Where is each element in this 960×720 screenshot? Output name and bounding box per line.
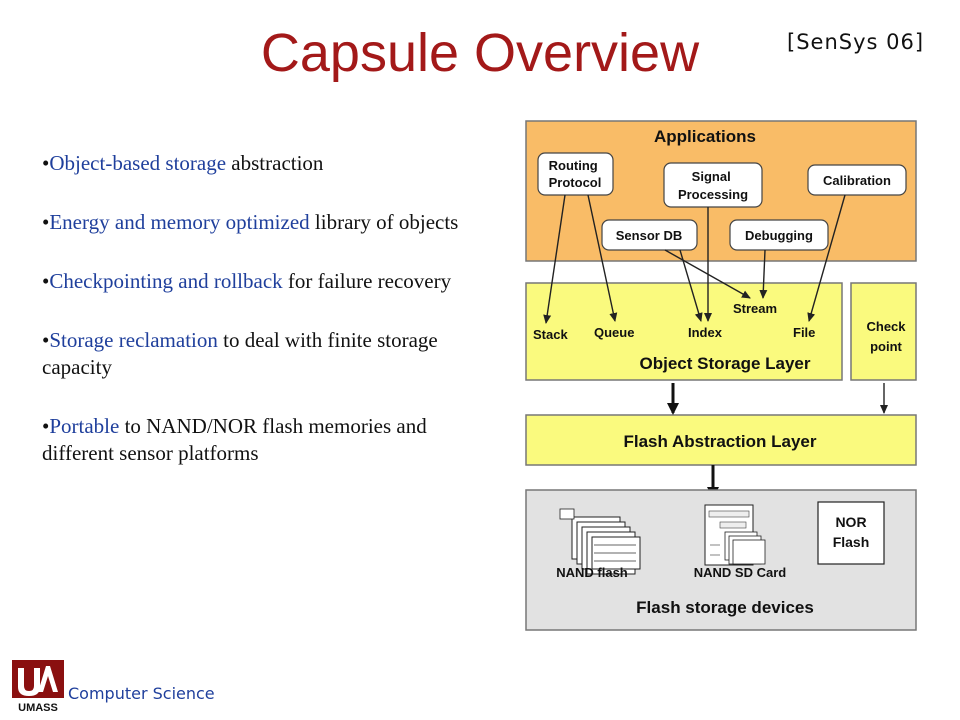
bullet-highlight: Storage reclamation [49,328,218,352]
arrow-routing-queue [587,194,618,322]
bullet-text: for failure recovery [282,269,452,293]
slide-title: Capsule Overview [260,23,700,83]
bullet-list: •Object-based storage abstraction •Energ… [42,150,502,499]
checkpoint-line2: point [870,339,902,354]
app-routing-line2: Protocol [549,175,602,190]
app-signal-processing [663,162,763,208]
footer-label: Computer Science [68,684,215,703]
object-storage-title: Object Storage Layer [639,354,810,373]
app-signal-line1: Signal [692,169,731,184]
arrow-calibration-file [807,194,846,322]
logo-text: UMASS [18,702,58,714]
object-file: File [793,325,815,340]
app-signal-line2: Processing [678,187,748,202]
bullet-highlight: Energy and memory optimized [49,210,310,234]
app-sensor-db-label: Sensor DB [616,228,682,243]
flash-abstraction-layer: Flash Abstraction Layer [525,414,917,466]
app-debugging [729,219,829,251]
nor-flash-line2: Flash [833,534,870,550]
app-routing-protocol [537,152,614,196]
app-routing-protocol-label: Routing Protocol [549,158,602,190]
bullet-item: •Storage reclamation to deal with finite… [42,328,438,379]
bullet-highlight: Checkpointing and rollback [49,269,283,293]
bullet-highlight: Object-based storage [49,151,227,175]
app-calibration-label: Calibration [823,173,891,188]
bullet-item: •Portable to NAND/NOR flash memories and… [42,414,427,465]
nor-flash-box [817,501,885,565]
flash-abstraction-title: Flash Abstraction Layer [623,432,816,451]
applications-title: Applications [654,127,756,146]
arrow-sensordb-stream [664,249,751,299]
object-storage-box [525,282,843,381]
bullet-highlight: Portable [49,414,120,438]
bullet-item: •Checkpointing and rollback for failure … [42,269,452,293]
object-stack: Stack [533,327,568,342]
bullet-item: •Object-based storage abstraction [42,151,324,175]
app-routing-line1: Routing [549,158,598,173]
arrow-sensordb-index [679,249,703,322]
flash-devices-layer: NAND flash NAND SD Card NOR Flash Flash … [525,489,917,631]
capsule-architecture-diagram: Applications Routing Protocol Signal Pro… [525,120,917,631]
app-signal-processing-label: Signal Processing [678,169,748,202]
nand-flash-label: NAND flash [556,565,628,580]
bullet-text: library of objects [309,210,459,234]
bullet-text: abstraction [226,151,324,175]
checkpoint-box [850,282,917,381]
object-index: Index [688,325,723,340]
flash-abstraction-box [525,414,917,466]
checkpoint-block: Check point [850,282,917,381]
nand-sd-card-icon [704,504,766,566]
umass-logo: UMASS [12,660,64,714]
object-queue: Queue [594,325,634,340]
checkpoint-line1: Check [866,319,906,334]
nand-sd-card-label: NAND SD Card [694,565,787,580]
app-sensor-db [601,219,698,251]
reference-label: [SenSys 06] [787,30,925,54]
object-stream: Stream [733,301,777,316]
arrow-routing-stack [543,194,566,324]
arrow-debugging-stream [759,249,768,299]
bullet-text: to deal with finite storage capacity [42,328,438,379]
app-debugging-label: Debugging [745,228,813,243]
bullet-text: to NAND/NOR flash memories and different… [42,414,427,465]
nor-flash-line1: NOR [835,514,866,530]
object-storage-layer: Stack Queue Index Stream File Object Sto… [525,282,843,381]
bullet-item: •Energy and memory optimized library of … [42,210,459,234]
app-object-arrows [543,194,846,324]
app-calibration [807,164,907,196]
logo-letter-m [38,666,58,692]
applications-layer: Applications Routing Protocol Signal Pro… [525,120,917,262]
flash-devices-title: Flash storage devices [636,598,814,617]
logo-letter-u [18,668,40,696]
nand-flash-chip-icon [559,508,641,575]
